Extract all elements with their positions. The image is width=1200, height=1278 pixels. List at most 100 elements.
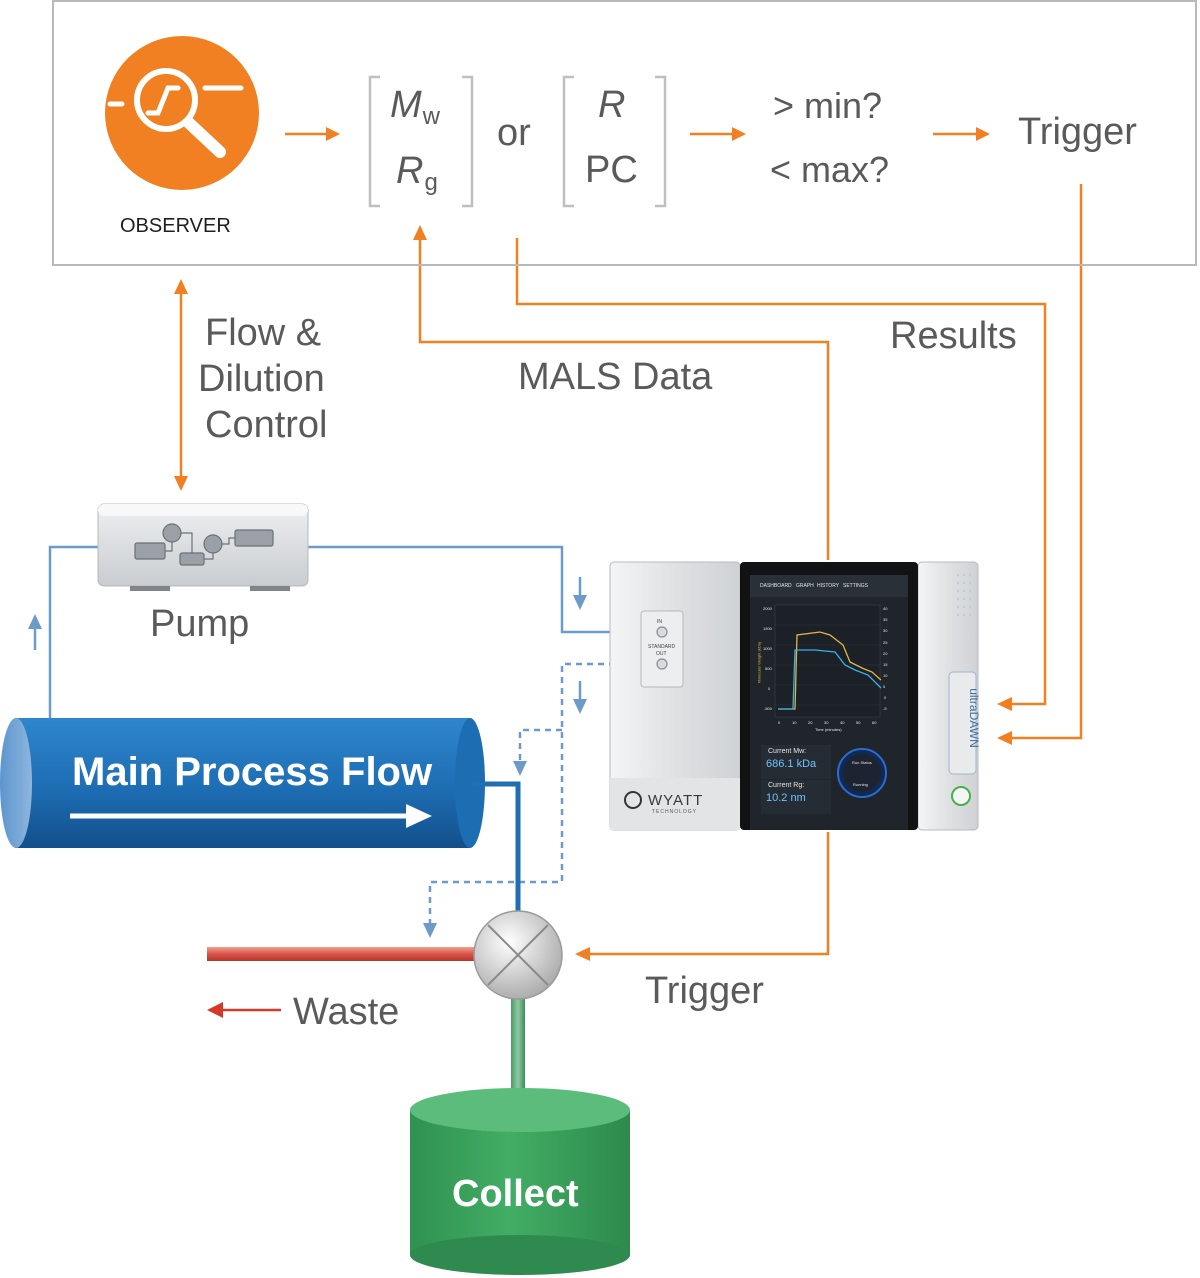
screen-right-tick-5: 15 (883, 662, 888, 667)
screen-right-tick-2: 30 (883, 628, 888, 633)
criteria-min: > min? (773, 85, 883, 126)
instrument-brand-sub: TECHNOLOGY (652, 809, 698, 815)
collect-label: Collect (452, 1173, 579, 1215)
port-standard-label: STANDARD (648, 644, 676, 650)
arrowhead-trigger-top (997, 731, 1012, 745)
dashed-return-line (518, 728, 562, 768)
screen-left-axis-title: Molecular Weight (kDa) (756, 641, 762, 684)
screen-right-tick-1: 35 (883, 617, 888, 622)
screen-x-tick-3: 30 (824, 720, 829, 725)
pipe-to-pump-line (48, 545, 100, 718)
screen-x-tick-6: 60 (872, 720, 877, 725)
screen-rg-value: 10.2 nm (766, 792, 806, 804)
port-in-label: IN (657, 619, 662, 625)
wyatt-logo-icon (624, 791, 642, 809)
waste-label: Waste (293, 991, 400, 1033)
arrowhead-observer-to-mw (326, 127, 340, 141)
criteria-max: < max? (770, 149, 890, 190)
screen-rg-panel (761, 780, 831, 814)
arrowhead-flow-down (174, 476, 188, 491)
port-in (656, 626, 668, 638)
arrowhead-dashed-return (513, 761, 527, 776)
bracket-mw-right (462, 75, 474, 208)
bracket-r-right (655, 75, 667, 208)
observer-label: OBSERVER (120, 215, 231, 237)
flow-control-line1: Flow & (205, 312, 322, 354)
collect-tank (410, 1088, 630, 1275)
trigger-top-line (1010, 184, 1083, 740)
screen-x-tick-4: 40 (840, 720, 845, 725)
screen-left-tick-5: -500 (764, 706, 773, 711)
speaker-grille (956, 573, 972, 617)
main-flow-label: Main Process Flow (72, 750, 433, 794)
screen-rg-trace (778, 649, 882, 710)
screen-x-tick-5: 50 (856, 720, 861, 725)
results-label: Results (890, 315, 1017, 357)
collect-pipe (511, 995, 525, 1110)
criteria-pc: PC (585, 149, 638, 191)
screen-mw-trace (778, 631, 882, 710)
magnifier-icon (107, 68, 244, 158)
pump-schematic-icon (134, 523, 274, 566)
mals-data-label: MALS Data (518, 356, 713, 398)
criteria-r: R (598, 84, 626, 126)
screen-mw-value: 686.1 kDa (766, 758, 817, 770)
pump-device (97, 503, 309, 591)
screen-rg-label: Current Rg: (768, 782, 805, 789)
port-out (656, 658, 668, 670)
blue-arrowheads (28, 595, 587, 938)
port-plate (640, 610, 684, 688)
instrument-brand: WYATT (648, 792, 704, 809)
arrowhead-up (28, 614, 42, 629)
screen-tab-settings: SETTINGS (843, 583, 869, 589)
flow-control-line2: Dilution (198, 358, 325, 400)
screen-tab-dashboard: DASHBOARD (760, 583, 792, 589)
screen-right-tick-6: 10 (883, 673, 888, 678)
screen-right-tick-8: 0 (884, 695, 887, 700)
instrument-model: ultraDAWN (966, 688, 981, 748)
screen-left-tick-0: 2000 (763, 606, 772, 611)
mals-data-line (418, 238, 830, 560)
screen-mw-panel (761, 745, 831, 779)
screen-right-tick-3: 25 (883, 640, 888, 645)
out-to-valve-line (428, 662, 648, 925)
screen-left-tick-3: 500 (765, 666, 772, 671)
mw-symbol: M (390, 84, 422, 126)
flow-control-line3: Control (205, 404, 328, 446)
main-flow-arrowhead (406, 804, 432, 828)
screen-run-status-value: Running (853, 782, 868, 787)
criteria-mw: Mw (390, 84, 440, 129)
orange-arrowheads (174, 127, 1012, 961)
port-out-label: OUT (656, 651, 667, 657)
screen-tab-graph: GRAPH (796, 583, 814, 589)
orange-signal-lines (179, 132, 1083, 956)
pipe-to-valve-line (472, 781, 521, 915)
pump-to-in-line (308, 545, 648, 634)
arrowhead-pc-to-min (732, 127, 746, 141)
trigger-bottom-label: Trigger (645, 970, 764, 1012)
ultradawn-instrument (609, 561, 979, 831)
trigger-bottom-line (588, 832, 830, 956)
arrowhead-mals-up (413, 225, 427, 240)
screen-right-tick-0: 40 (883, 606, 888, 611)
criteria-trigger: Trigger (1018, 111, 1137, 153)
criteria-brackets (368, 75, 667, 208)
power-button (951, 786, 971, 806)
mw-subscript: w (422, 103, 440, 130)
screen-x-tick-0: 0 (778, 720, 781, 725)
screen-right-tick-4: 20 (883, 651, 888, 656)
waste-pipe (207, 947, 482, 961)
arrowhead-results (997, 697, 1012, 711)
screen-plot-area (774, 604, 881, 718)
screen-left-tick-1: 1500 (763, 626, 772, 631)
observer-panel (52, 0, 1197, 266)
main-process-pipe (0, 718, 485, 848)
bracket-mw-left (368, 75, 380, 208)
observer-logo (105, 36, 259, 190)
screen-left-tick-4: 0 (768, 686, 771, 691)
arrowhead-trigger-bottom (575, 947, 590, 961)
criteria-rg: Rg (396, 152, 438, 195)
waste-arrow (207, 1002, 281, 1018)
screen-x-tick-2: 20 (808, 720, 813, 725)
